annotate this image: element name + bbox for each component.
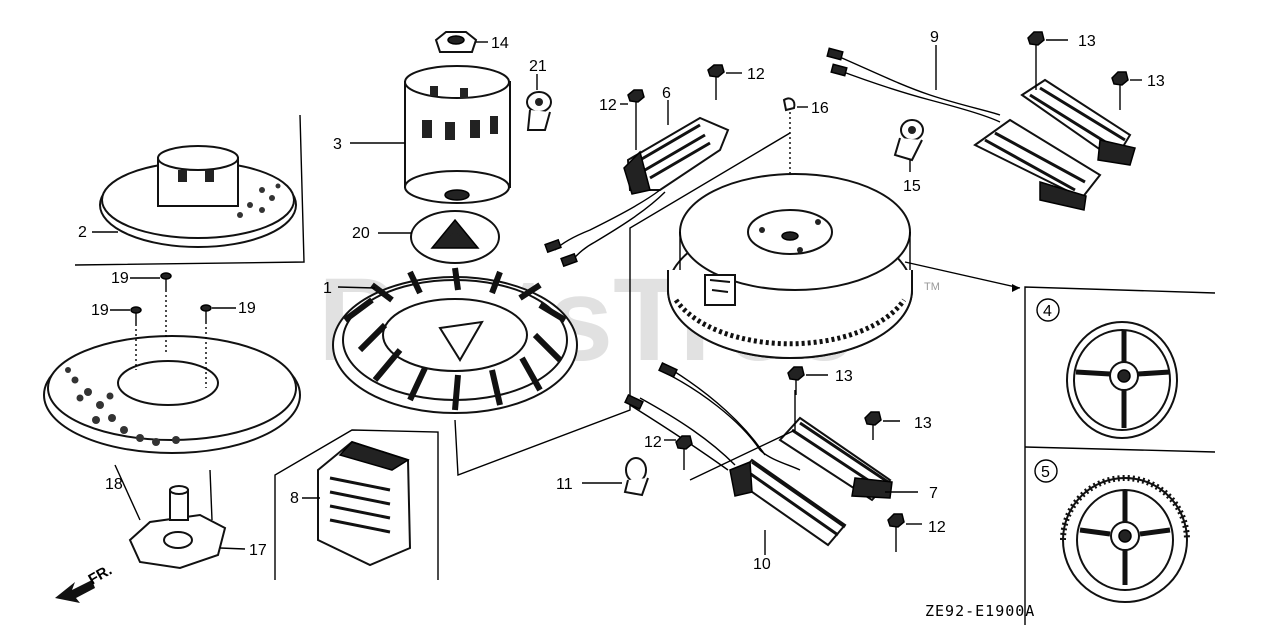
bolt-12-top-left [627, 89, 645, 150]
callout-18: 18 [105, 476, 123, 493]
leader-flywheel [904, 261, 1021, 289]
bolt-13-lower-b [864, 411, 882, 440]
leader-1 [337, 286, 376, 289]
panel-border-top [1024, 286, 1216, 625]
bolt-19-left [130, 306, 142, 370]
callout-13-d: 13 [914, 415, 932, 432]
callout-13-b: 13 [1147, 73, 1165, 90]
callout-9: 9 [930, 29, 939, 46]
bolt-13-right [1111, 71, 1129, 110]
part-4-rotor [1066, 321, 1178, 439]
badge-4-circle [1036, 298, 1060, 322]
part-9-exciter-coil [826, 47, 1136, 211]
bolt-12-lower-left [675, 435, 693, 470]
bolt-13-lower-a [787, 366, 805, 395]
callout-12-a: 12 [599, 97, 617, 114]
front-direction-arrow [55, 580, 95, 603]
callout-21: 21 [529, 58, 547, 75]
part-8-regulator [317, 440, 412, 567]
callout-11: 11 [556, 476, 573, 493]
part-16-key [782, 97, 796, 230]
part-6-charge-coil [544, 116, 730, 268]
part-20-plate [410, 210, 500, 264]
part-18-base-plate [43, 335, 301, 454]
group-border-2 [74, 114, 305, 266]
callout-20: 20 [352, 225, 370, 242]
callout-12-b: 12 [747, 66, 765, 83]
part-10-coil [624, 393, 847, 547]
callout-6: 6 [662, 85, 671, 102]
panel-divider [1024, 446, 1216, 453]
callout-17: 17 [249, 542, 267, 559]
badge-5-circle [1034, 459, 1058, 483]
bolt-19-top [160, 272, 172, 355]
part-5-rotor-gear [1060, 475, 1190, 603]
callout-8: 8 [290, 490, 299, 507]
callout-19-right: 19 [238, 300, 256, 317]
callout-1: 1 [323, 280, 332, 297]
callout-13-a: 13 [1078, 33, 1096, 50]
bolt-12-top-right [707, 64, 725, 100]
part-14-nut [434, 31, 478, 53]
part-17-bracket [128, 485, 227, 570]
diagram-code: ZE92-E1900A [925, 602, 1035, 620]
leader-18-a [114, 464, 141, 521]
callout-19-left: 19 [91, 302, 109, 319]
part-3-rotor-cup [404, 65, 511, 204]
callout-10: 10 [753, 556, 771, 573]
callout-16: 16 [811, 100, 829, 117]
callout-14: 14 [491, 35, 509, 52]
callout-19-top: 19 [111, 270, 129, 287]
callout-15: 15 [903, 178, 921, 195]
callout-12-c: 12 [644, 434, 662, 451]
part-1-cooling-fan [332, 267, 578, 414]
arrow-flywheel [1012, 284, 1020, 292]
flywheel [667, 173, 913, 359]
bolt-19-right [200, 304, 212, 388]
leader-18-b [209, 469, 213, 521]
callout-4: 4 [1043, 303, 1052, 320]
bolt-12-lower-right [887, 513, 905, 552]
callout-7: 7 [929, 485, 938, 502]
leader-17 [219, 547, 246, 550]
group-border-1 [454, 132, 791, 476]
part-7-coil [658, 361, 893, 502]
bolt-13-top [1027, 31, 1045, 90]
part-11-clamp [623, 457, 649, 497]
callout-5: 5 [1041, 464, 1050, 481]
watermark-tm: TM [924, 281, 940, 293]
callout-3: 3 [333, 136, 342, 153]
callout-2: 2 [78, 224, 87, 241]
callout-12-d: 12 [928, 519, 946, 536]
part-2-cover-plate [99, 145, 297, 248]
callout-13-c: 13 [835, 368, 853, 385]
group-border-coils [689, 390, 796, 481]
part-21-clip [526, 91, 552, 131]
part-15-clip [893, 119, 924, 162]
group-border-8 [274, 429, 439, 580]
